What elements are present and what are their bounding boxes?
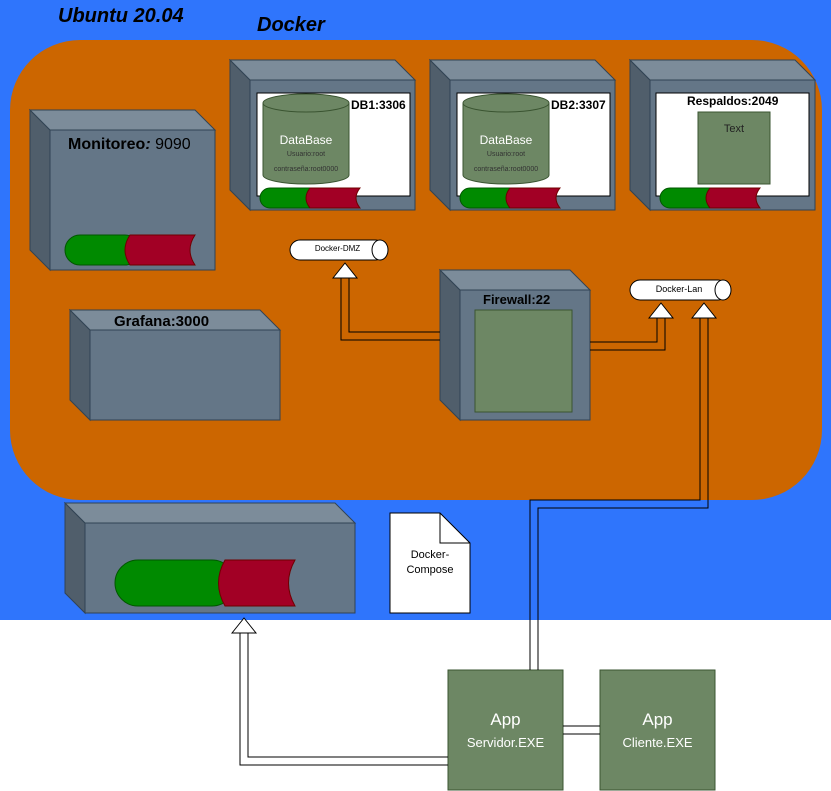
db1-user: Usuario:root xyxy=(286,151,326,158)
grafana-container[interactable] xyxy=(68,308,282,422)
connectors xyxy=(230,262,718,766)
ubuntu-label: Ubuntu 20.04 xyxy=(58,5,184,27)
docker-compose-document-icon[interactable] xyxy=(389,512,471,614)
firewall-label: Firewall:22 xyxy=(483,292,551,307)
respaldos-container[interactable] xyxy=(628,58,817,212)
grafana-label: Grafana:3000 xyxy=(114,313,210,330)
docker-dmz-label: Docker-DMZ xyxy=(314,244,361,253)
firewall-container[interactable] xyxy=(438,268,592,422)
app-cliente-title: App xyxy=(642,710,673,729)
app-servidor-subtitle: Servidor.EXE xyxy=(466,735,545,750)
respaldos-label: Respaldos:2049 xyxy=(687,94,779,108)
db1-label: DB1:3306 xyxy=(351,98,406,112)
db2-container[interactable] xyxy=(428,58,617,212)
db1-title: DataBase xyxy=(279,133,333,147)
app-cliente[interactable] xyxy=(599,669,716,791)
docker-dmz-network[interactable] xyxy=(289,239,389,261)
docker-lan-network[interactable] xyxy=(629,279,732,301)
host-container[interactable] xyxy=(63,501,357,615)
monitoreo-container[interactable] xyxy=(28,108,217,272)
db2-title: DataBase xyxy=(479,133,533,147)
db1-container[interactable] xyxy=(228,58,417,212)
db1-password: contraseña:root0000 xyxy=(273,166,339,173)
docker-compose-label: Docker- Compose xyxy=(406,549,454,576)
db2-password: contraseña:root0000 xyxy=(473,166,539,173)
db2-user: Usuario:root xyxy=(486,151,526,158)
app-servidor-title: App xyxy=(490,710,521,729)
respaldos-inner-text: Text xyxy=(723,123,745,135)
app-cliente-subtitle: Cliente.EXE xyxy=(622,735,693,750)
app-servidor[interactable] xyxy=(447,669,564,791)
monitoreo-label: Monitoreo: 9090 xyxy=(68,136,191,153)
db2-label: DB2:3307 xyxy=(551,98,606,112)
docker-label: Docker xyxy=(257,14,325,36)
docker-lan-label: Docker-Lan xyxy=(655,284,703,294)
